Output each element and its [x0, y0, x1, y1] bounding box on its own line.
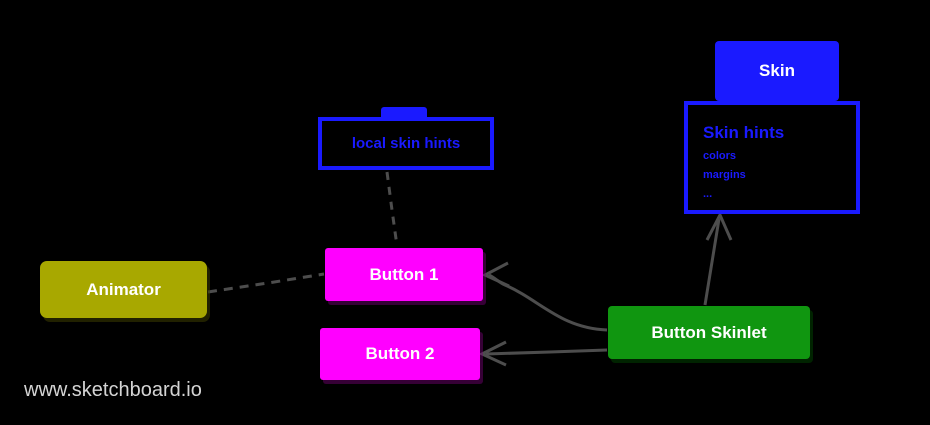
node-animator-label: Animator	[86, 279, 161, 299]
arrowhead-button1	[481, 261, 510, 288]
edge-animator-to-button1	[207, 272, 325, 294]
node-skin-hints[interactable]: Skin hints colors margins ...	[684, 101, 860, 214]
node-local-skin-hints[interactable]: local skin hints	[318, 117, 494, 170]
node-animator[interactable]: Animator	[40, 261, 207, 318]
skin-hints-title: Skin hints	[703, 123, 785, 142]
node-button-skinlet[interactable]: Button Skinlet	[608, 306, 810, 359]
node-button-2-label: Button 2	[365, 344, 435, 363]
node-button-1[interactable]: Button 1	[325, 248, 483, 301]
skin-hints-item-colors: colors	[703, 150, 737, 162]
edge-skinlet-to-button2	[485, 348, 608, 356]
edge-skinlet-to-skin-hints	[703, 218, 721, 306]
skin-hints-item-margins: margins	[703, 169, 746, 181]
node-button-1-label: Button 1	[369, 264, 439, 284]
node-skin-label: Skin	[759, 61, 795, 80]
watermark: www.sketchboard.io	[24, 379, 202, 401]
node-skin[interactable]: Skin	[715, 41, 839, 101]
arrowhead-button2	[478, 340, 507, 367]
node-button-2[interactable]: Button 2	[320, 328, 480, 380]
local-skin-hints-tab-icon	[381, 107, 427, 120]
node-button-skinlet-label: Button Skinlet	[651, 322, 767, 342]
arrowhead-skin-hints	[705, 211, 733, 241]
skin-hints-item-ellipsis: ...	[703, 188, 713, 200]
edge-local-skin-hints-to-button1	[385, 171, 399, 247]
node-local-skin-hints-label: local skin hints	[351, 135, 461, 152]
edge-skinlet-to-button1	[488, 273, 608, 332]
